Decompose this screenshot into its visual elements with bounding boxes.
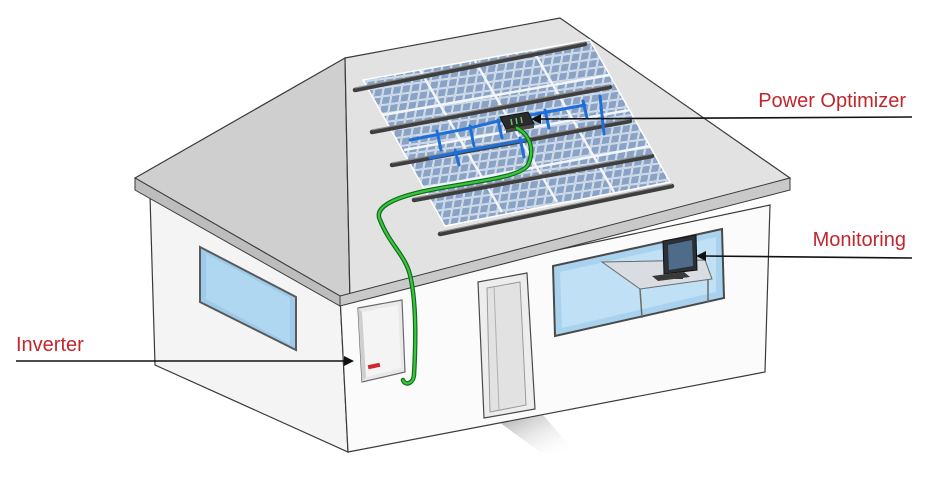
label-inverter: Inverter	[16, 334, 84, 356]
solar-array	[352, 39, 675, 237]
arrowhead-power-optimizer	[531, 114, 541, 124]
monitor-icon	[652, 234, 698, 281]
leader-power-optimizer	[537, 116, 913, 120]
leader-monitoring	[701, 255, 913, 259]
optimizer-wiring	[408, 94, 606, 167]
arrowhead-inverter	[344, 356, 354, 366]
label-power-optimizer: Power Optimizer	[758, 90, 906, 112]
roof-eave-front	[339, 177, 791, 307]
leader-lines	[16, 116, 913, 362]
label-monitoring: Monitoring	[813, 229, 906, 251]
arrowhead-monitoring	[696, 251, 706, 261]
inverter-box-icon	[357, 299, 406, 383]
